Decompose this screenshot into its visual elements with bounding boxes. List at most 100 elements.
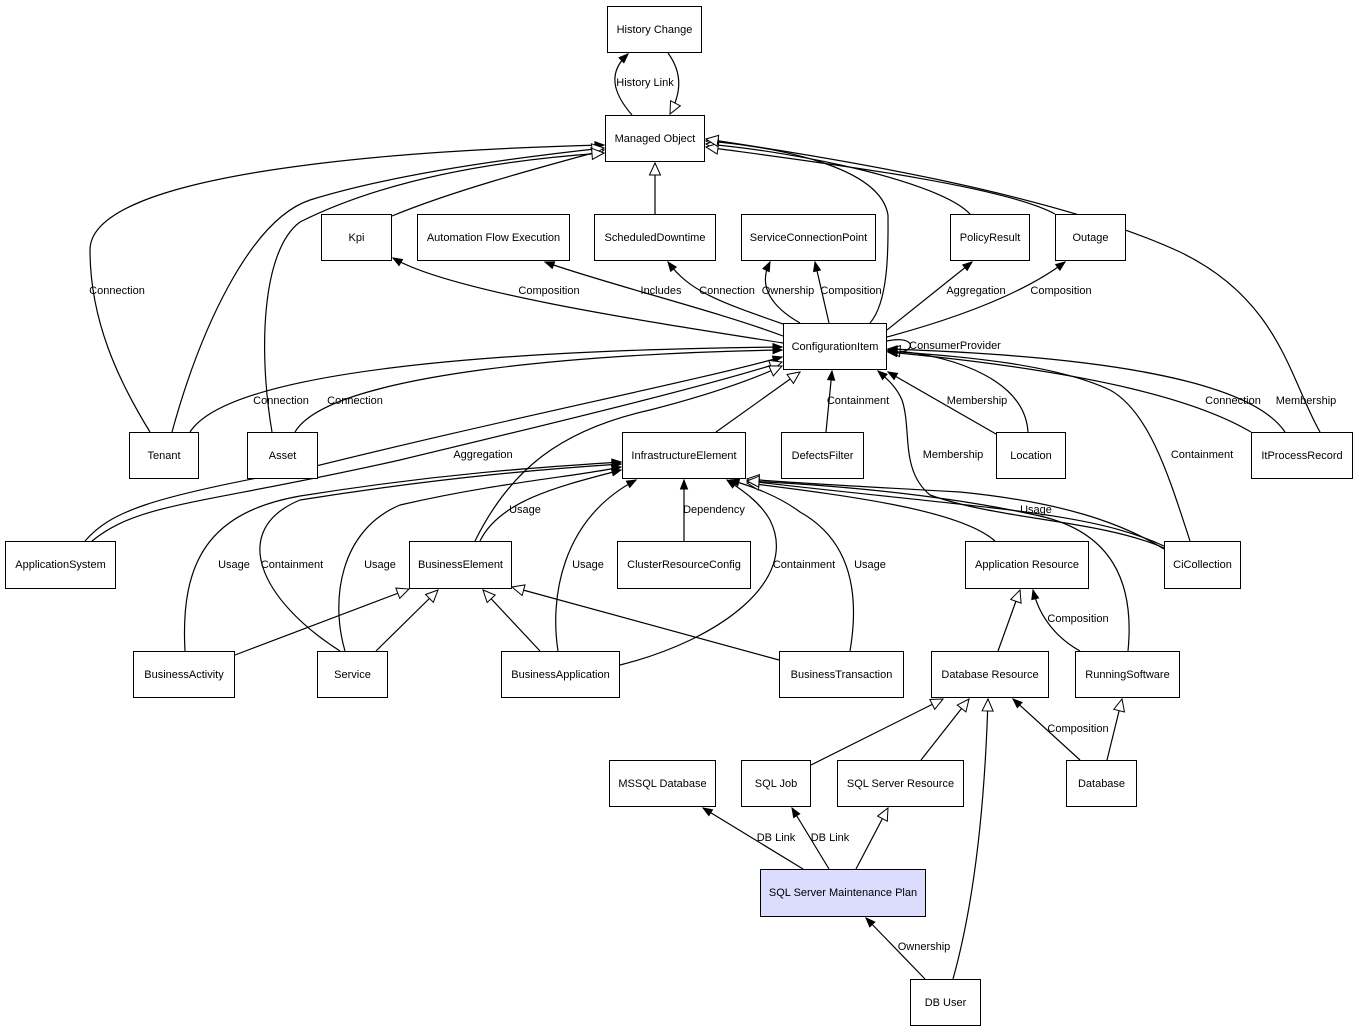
hollow-arrowhead-icon [786,371,801,385]
edge-label: DB Link [756,832,796,844]
edge-label: Membership [922,449,984,461]
edge-label: Containment [1170,449,1234,461]
node-managed-object[interactable]: Managed Object [605,115,705,162]
node-ci-collection[interactable]: CiCollection [1164,541,1241,589]
node-business-activity[interactable]: BusinessActivity [133,651,235,698]
edge-application-resource-to-infrastructure-element [745,478,996,542]
node-cluster-resource-config[interactable]: ClusterResourceConfig [617,541,751,589]
node-application-system[interactable]: ApplicationSystem [5,541,116,589]
edge-sql-server-maintenance-plan-to-sql-job [791,806,830,870]
node-location[interactable]: Location [996,432,1066,479]
node-sql-server-resource[interactable]: SQL Server Resource [837,760,964,807]
node-label: BusinessActivity [144,668,224,681]
node-label: Managed Object [614,132,696,145]
edge-configuration-item-to-policy-result [886,261,974,331]
node-asset[interactable]: Asset [247,432,318,479]
node-infrastructure-element[interactable]: InfrastructureElement [622,432,746,479]
node-business-element[interactable]: BusinessElement [409,541,512,589]
hollow-arrowhead-icon [704,142,720,155]
node-label: ScheduledDowntime [604,231,706,244]
edge-line [887,350,1191,542]
edge-business-element-to-configuration-item [474,365,784,542]
edge-line [702,807,804,870]
edge-line [474,365,783,542]
node-sql-server-maintenance-plan[interactable]: SQL Server Maintenance Plan [760,869,926,917]
edge-configuration-item-to-outage [886,261,1067,338]
edge-label: Usage [572,559,604,571]
hollow-arrowhead-icon [648,161,662,176]
node-service-connection-point[interactable]: ServiceConnectionPoint [741,214,876,261]
edge-configuration-item-to-automation-flow-execution [543,261,784,337]
node-db-user[interactable]: DB User [910,979,981,1026]
edge-line [877,370,1165,549]
node-business-application[interactable]: BusinessApplication [501,651,620,698]
edge-label: Usage [364,559,396,571]
node-automation-flow-execution[interactable]: Automation Flow Execution [417,214,570,261]
node-label: DefectsFilter [791,449,854,462]
hollow-arrowhead-icon [876,806,889,822]
edge-line [746,478,1165,550]
node-database[interactable]: Database [1066,760,1137,807]
edge-line [952,698,989,980]
edge-policy-result-to-managed-object [704,138,971,215]
node-label: BusinessApplication [511,668,610,681]
node-running-software[interactable]: RunningSoftware [1075,651,1180,698]
edge-asset-to-managed-object [264,147,606,433]
edge-label: Usage [218,559,250,571]
edge-line [887,371,997,435]
edge-line [920,698,970,761]
edge-scheduled-downtime-to-managed-object [648,161,662,214]
edge-label: Aggregation [946,285,1006,297]
edge-line [482,589,541,652]
node-service[interactable]: Service [317,651,388,698]
node-defects-filter[interactable]: DefectsFilter [781,432,864,479]
edge-label: Usage [509,504,541,516]
edge-line [746,482,996,542]
edge-label: Composition [1047,723,1109,735]
hollow-arrowhead-icon [768,365,784,377]
edge-line [375,589,439,652]
edge-label: Aggregation [453,449,513,461]
node-sql-job[interactable]: SQL Job [741,760,811,807]
edge-line [338,466,622,652]
filled-arrowhead-icon [625,479,638,489]
node-it-process-record[interactable]: ItProcessRecord [1251,432,1353,479]
node-label: Automation Flow Execution [426,231,561,244]
edge-kpi-to-managed-object [391,147,606,217]
node-database-resource[interactable]: Database Resource [931,651,1049,698]
edge-line [865,917,926,980]
node-kpi[interactable]: Kpi [321,214,392,261]
node-policy-result[interactable]: PolicyResult [950,214,1030,261]
edge-line [715,371,801,433]
edge-label: DB Link [810,832,850,844]
edge-label: Dependency [683,504,745,516]
edge-running-software-to-infrastructure-element [745,475,1130,652]
edge-line [810,698,944,766]
node-history-change[interactable]: History Change [607,6,702,53]
filled-arrowhead-icon [391,257,404,267]
node-application-resource[interactable]: Application Resource [965,541,1089,589]
edge-database-to-database-resource [1011,698,1081,761]
filled-arrowhead-icon [728,478,741,487]
node-mssql-database[interactable]: MSSQL Database [609,760,716,807]
node-configuration-item[interactable]: ConfigurationItem [783,323,887,370]
node-tenant[interactable]: Tenant [129,432,199,479]
edge-sql-server-maintenance-plan-to-sql-server-resource [855,806,889,870]
edge-label: Usage [854,559,886,571]
edge-label: Ownership [761,285,815,297]
edge-configuration-item-to-scheduled-downtime [667,260,787,326]
edge-database-resource-to-application-resource [997,588,1022,652]
edge-defects-filter-to-configuration-item [825,369,836,433]
node-label: Service [334,668,371,681]
filled-arrowhead-icon [1031,588,1040,601]
edge-line [705,138,1321,433]
node-label: MSSQL Database [618,777,707,790]
edge-label: Containment [260,559,324,571]
node-outage[interactable]: Outage [1055,214,1126,261]
node-label: SQL Job [754,777,798,790]
node-business-transaction[interactable]: BusinessTransaction [779,651,904,698]
node-scheduled-downtime[interactable]: ScheduledDowntime [594,214,716,261]
edge-line [89,144,605,433]
edge-sql-job-to-database-resource [810,698,945,766]
edge-label: Composition [820,285,882,297]
